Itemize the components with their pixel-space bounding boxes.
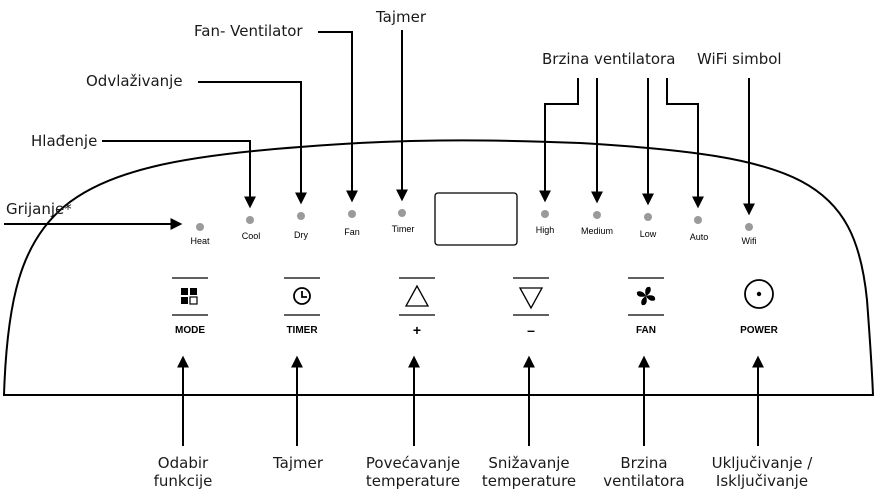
callout-snizavanje-line1: Snižavanje xyxy=(488,454,569,472)
arrow-fan-ventilator xyxy=(318,31,358,203)
fan-button[interactable]: FAN xyxy=(628,277,664,336)
led-wifi xyxy=(745,223,753,231)
led-cool xyxy=(246,216,254,224)
minus-label: – xyxy=(527,322,535,338)
fan-icon xyxy=(636,286,656,306)
callout-ukljucivanje-line1: Uključivanje / xyxy=(712,454,814,472)
power-label: POWER xyxy=(740,325,779,336)
mode-button[interactable]: MODE xyxy=(172,277,208,336)
callout-brzina-line2: ventilatora xyxy=(603,472,684,490)
temperature-down-button[interactable]: – xyxy=(513,277,549,338)
callout-tajmer-bottom: Tajmer xyxy=(272,454,324,472)
led-high xyxy=(541,210,549,218)
timer-button[interactable]: TIMER xyxy=(284,277,320,336)
arrow-high xyxy=(539,78,579,203)
triangle-up-icon xyxy=(404,284,430,307)
label-heat: Heat xyxy=(190,236,210,246)
callout-fan-ventilator: Fan- Ventilator xyxy=(194,22,303,40)
led-timer xyxy=(398,209,406,217)
callout-odabir-line2: funkcije xyxy=(154,472,213,490)
panel-outline xyxy=(2,139,875,396)
mode-squares-icon xyxy=(181,288,198,305)
callout-snizavanje-line2: temperature xyxy=(482,472,576,490)
temperature-up-button[interactable]: + xyxy=(399,277,435,338)
callout-ukljucivanje-line2: Isključivanje xyxy=(716,472,808,490)
led-auto xyxy=(694,216,702,224)
callout-povecavanje-line2: temperature xyxy=(366,472,460,490)
plus-label: + xyxy=(413,322,421,338)
label-high: High xyxy=(536,225,555,235)
label-fan: Fan xyxy=(344,227,360,237)
label-cool: Cool xyxy=(242,231,261,241)
arrow-hladenje xyxy=(102,140,256,209)
timer-label: TIMER xyxy=(286,325,318,336)
callout-odabir-line1: Odabir xyxy=(158,454,209,472)
led-low xyxy=(644,213,652,221)
mode-label: MODE xyxy=(175,325,205,336)
label-auto: Auto xyxy=(690,232,709,242)
label-medium: Medium xyxy=(581,226,613,236)
callout-brzina-ventilatora-top: Brzina ventilatora xyxy=(542,50,675,68)
callout-grijanje: Grijanje* xyxy=(6,200,72,218)
label-wifi: Wifi xyxy=(742,236,757,246)
label-dry: Dry xyxy=(294,230,308,240)
power-button[interactable]: POWER xyxy=(740,279,779,336)
callout-brzina-line1: Brzina xyxy=(620,454,667,472)
led-fan xyxy=(348,210,356,218)
led-medium xyxy=(593,211,601,219)
callout-hladenje: Hlađenje xyxy=(31,132,97,150)
label-timer: Timer xyxy=(392,224,415,234)
power-circle-icon xyxy=(744,279,774,309)
arrow-odvlazivanje xyxy=(198,81,307,205)
label-low: Low xyxy=(640,229,657,239)
clock-icon xyxy=(293,287,311,305)
arrow-auto xyxy=(666,78,704,209)
led-heat xyxy=(196,223,204,231)
triangle-down-icon xyxy=(518,287,544,310)
fan-label: FAN xyxy=(636,325,656,336)
led-dry xyxy=(297,212,305,220)
callout-wifi-simbol: WiFi simbol xyxy=(697,50,782,68)
callout-povecavanje-line1: Povećavanje xyxy=(366,454,460,472)
callout-odvlazivanje: Odvlaživanje xyxy=(86,72,183,90)
callout-tajmer-top: Tajmer xyxy=(375,8,427,26)
display-window xyxy=(434,192,518,246)
